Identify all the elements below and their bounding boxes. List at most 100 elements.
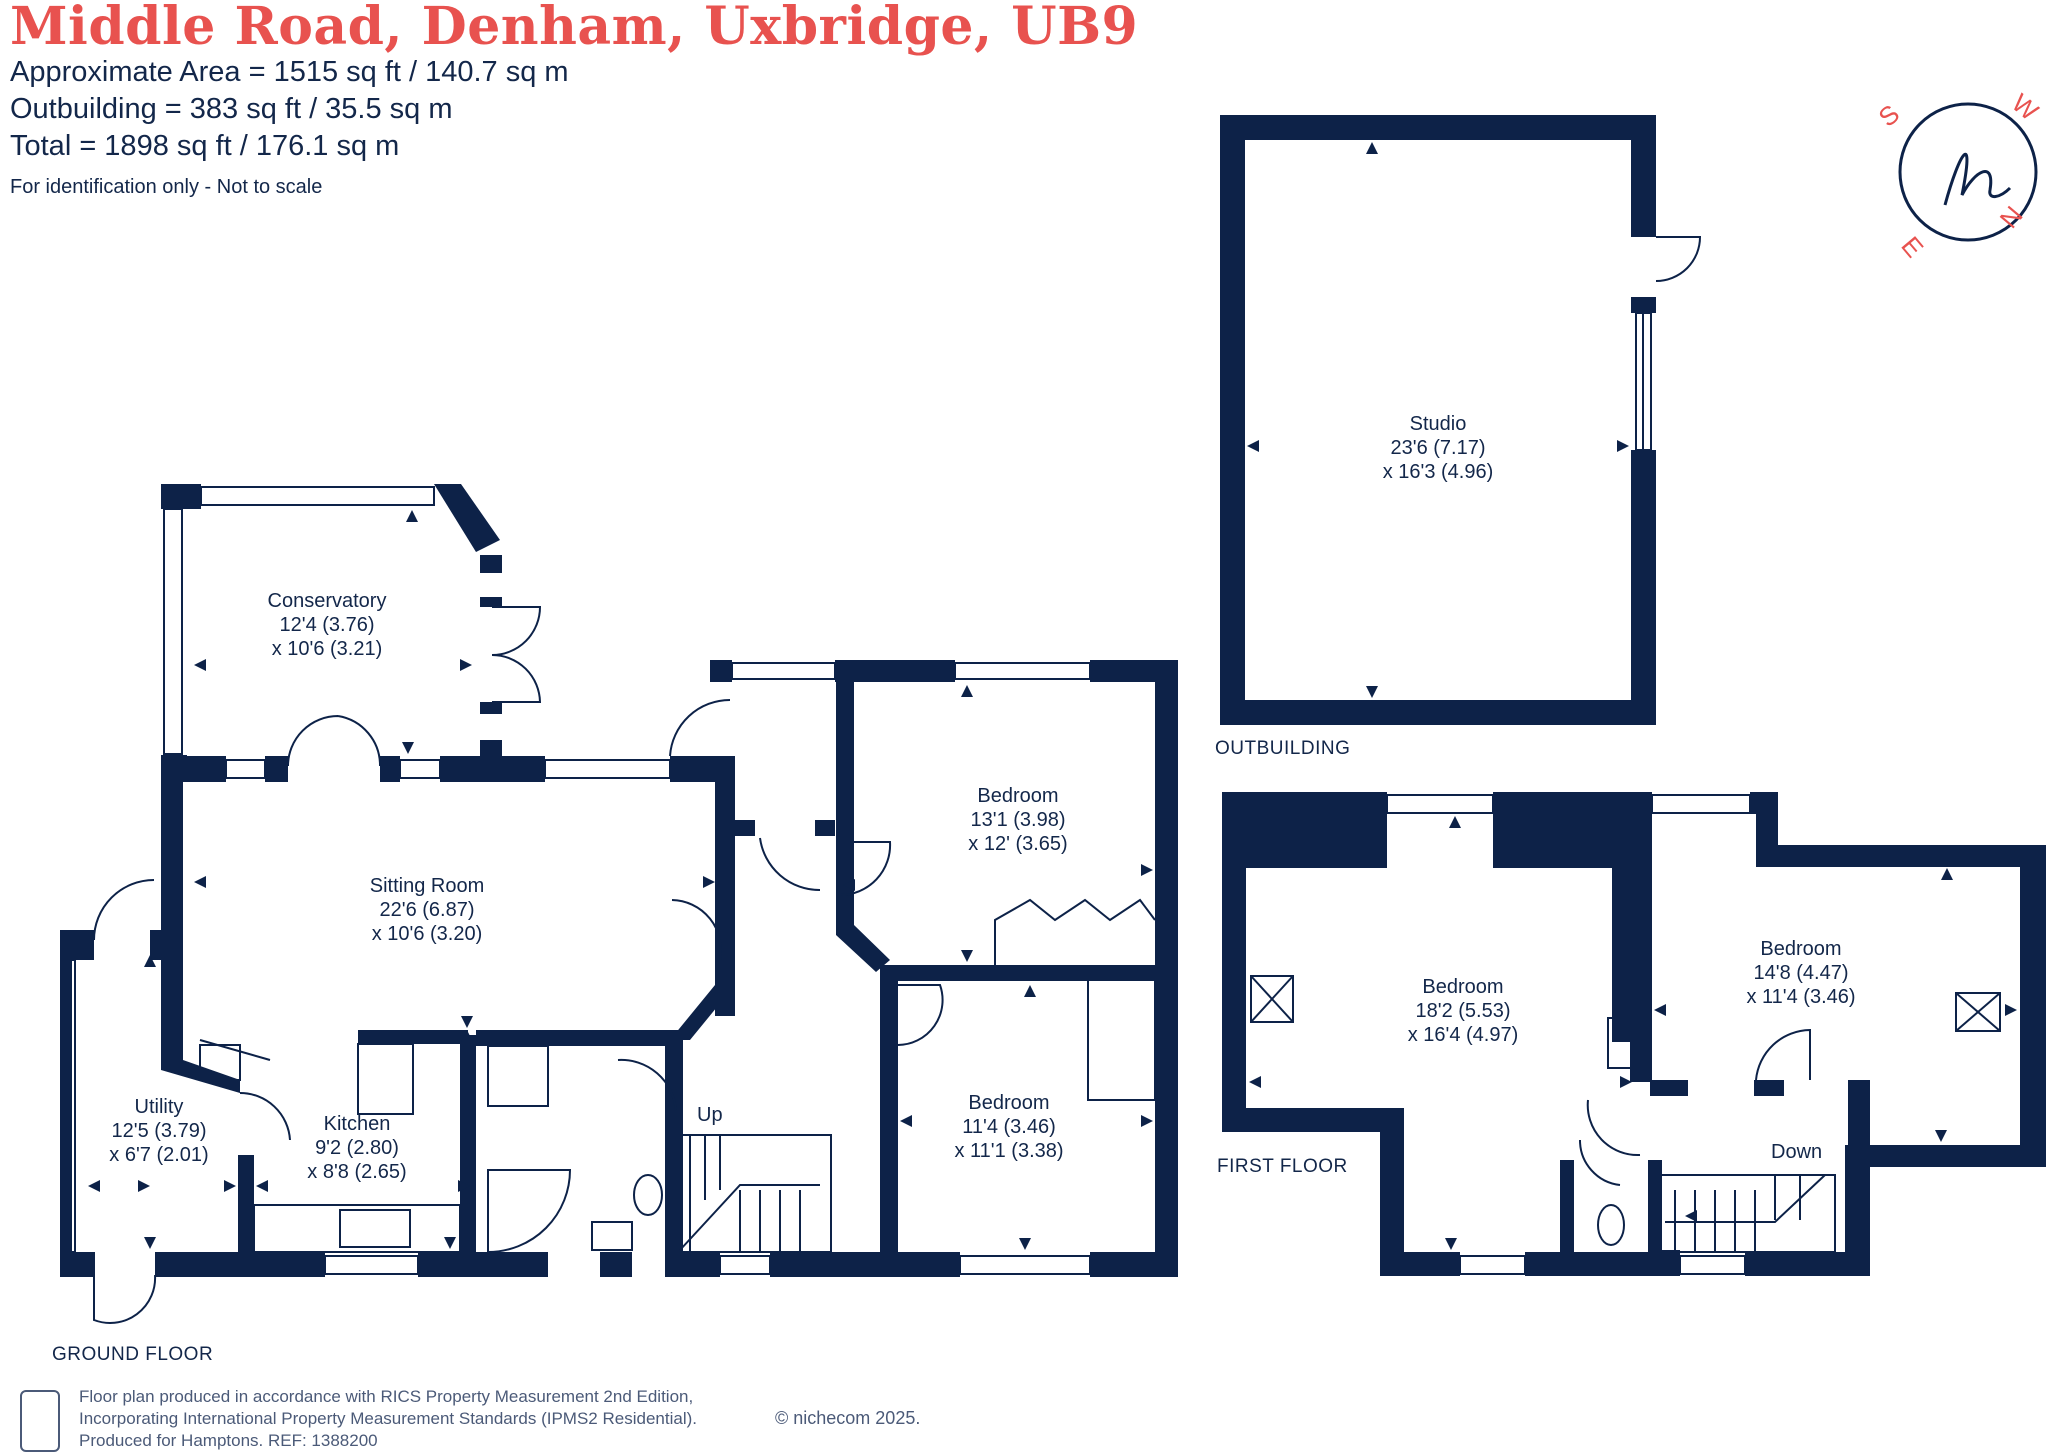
ground-floor-label: GROUND FLOOR: [52, 1344, 213, 1365]
wall: [770, 1252, 960, 1277]
door-swing: [287, 715, 382, 767]
wall: [1631, 115, 1656, 237]
wall: [600, 1252, 632, 1277]
kitchen-unit: [357, 1043, 414, 1115]
wardrobe: [994, 898, 1156, 965]
door-swing: [1655, 236, 1702, 282]
wall: [1380, 1108, 1404, 1276]
bedroom-g2-dim2: x 11'1 (3.38): [954, 1140, 1063, 1162]
footer-notes: Floor plan produced in accordance with R…: [79, 1386, 697, 1452]
person-scale-icon: [20, 1390, 60, 1452]
wall: [1631, 297, 1656, 313]
conservatory-dim1: 12'4 (3.76): [280, 614, 375, 636]
wall: [1380, 1252, 1460, 1276]
monogram-h: [1943, 152, 2012, 206]
wall: [836, 835, 890, 972]
window: [1651, 794, 1751, 814]
wall: [1220, 115, 1656, 140]
door-swing: [491, 606, 542, 656]
arrow: [1247, 440, 1259, 452]
compass-logo: S W N E: [1873, 88, 2045, 264]
skylight: [1955, 992, 2001, 1032]
outbuilding-plan: Studio 23'6 (7.17) x 16'3 (4.96) OUTBUIL…: [1215, 115, 1702, 759]
footer-line-1: Floor plan produced in accordance with R…: [79, 1387, 694, 1406]
kitchen-name: Kitchen: [324, 1113, 391, 1135]
door-swing: [1578, 1139, 1621, 1186]
wall: [1220, 115, 1245, 723]
wall: [2020, 845, 2046, 1167]
door-swing: [1755, 1028, 1811, 1081]
wall: [155, 1252, 325, 1277]
wall: [161, 756, 226, 782]
wall: [1745, 1252, 1870, 1276]
basin-icon: [1607, 1017, 1639, 1069]
wall: [715, 756, 735, 1016]
wall: [460, 1035, 476, 1255]
staircase: [1649, 1174, 1836, 1253]
wall: [440, 756, 545, 782]
wall: [1090, 1252, 1178, 1277]
wall: [836, 660, 854, 840]
wall: [476, 1030, 676, 1046]
utility-dim1: 12'5 (3.79): [112, 1120, 207, 1142]
wall: [815, 820, 835, 836]
wall: [835, 660, 955, 682]
wall: [735, 820, 755, 836]
wall: [1560, 1160, 1574, 1276]
compass-s: S: [1873, 98, 1906, 132]
sitting-room-dim1: 22'6 (6.87): [380, 899, 475, 921]
wall: [60, 930, 72, 1275]
bedroom-f1-name: Bedroom: [1422, 976, 1503, 998]
utility-name: Utility: [135, 1096, 184, 1118]
utility-dim2: x 6'7 (2.01): [109, 1144, 208, 1166]
wall: [1222, 792, 1387, 868]
wall: [1662, 1250, 1680, 1276]
door-swing: [239, 1091, 291, 1141]
skylight: [1250, 975, 1294, 1023]
wall: [434, 484, 500, 552]
bedroom-g1-dim2: x 12' (3.65): [968, 833, 1067, 855]
window: [225, 759, 266, 779]
shower-tray-icon: [487, 1169, 572, 1254]
footer-line-2: Incorporating International Property Mea…: [79, 1409, 697, 1428]
door-swing: [669, 698, 731, 757]
conservatory-dim2: x 10'6 (3.21): [272, 638, 383, 660]
conservatory-name: Conservatory: [268, 590, 387, 612]
sitting-room-dim2: x 10'6 (3.20): [372, 923, 483, 945]
wall: [1222, 792, 1246, 1132]
first-floor-plan: Bedroom 18'2 (5.53) x 16'4 (4.97) Bedroo…: [1217, 792, 2046, 1276]
door-swing: [199, 1039, 271, 1061]
basin-icon: [591, 1221, 633, 1251]
shower-icon: [487, 1045, 549, 1107]
wall: [238, 1155, 254, 1255]
window: [1386, 794, 1494, 814]
door-swing: [617, 1058, 677, 1111]
studio-dim2: x 16'3 (4.96): [1383, 461, 1494, 483]
wall: [1222, 1108, 1384, 1132]
kitchen-dim2: x 8'8 (2.65): [307, 1161, 406, 1183]
stairs-up-label: Up: [697, 1104, 723, 1126]
arrow: [1366, 142, 1378, 154]
door-swing: [759, 837, 821, 892]
bedroom-g1-name: Bedroom: [977, 785, 1058, 807]
wall: [418, 1252, 548, 1277]
door-swing: [897, 984, 944, 1046]
door-swing: [93, 879, 155, 941]
studio-name: Studio: [1410, 413, 1467, 435]
wall: [265, 756, 288, 782]
door-swing: [1586, 1099, 1641, 1157]
window: [163, 508, 183, 755]
window: [324, 1255, 419, 1275]
wall: [161, 484, 201, 509]
wall: [1630, 792, 1652, 1082]
wall: [1756, 845, 2046, 867]
wall: [1155, 660, 1178, 1275]
wall: [480, 555, 502, 573]
door-swing: [491, 654, 542, 703]
approximate-area: Approximate Area = 1515 sq ft / 140.7 sq…: [10, 56, 569, 88]
window: [731, 662, 836, 680]
bedroom-f1-dim1: 18'2 (5.53): [1416, 1000, 1511, 1022]
copyright: © nichecom 2025.: [775, 1408, 921, 1428]
window: [62, 959, 76, 1253]
